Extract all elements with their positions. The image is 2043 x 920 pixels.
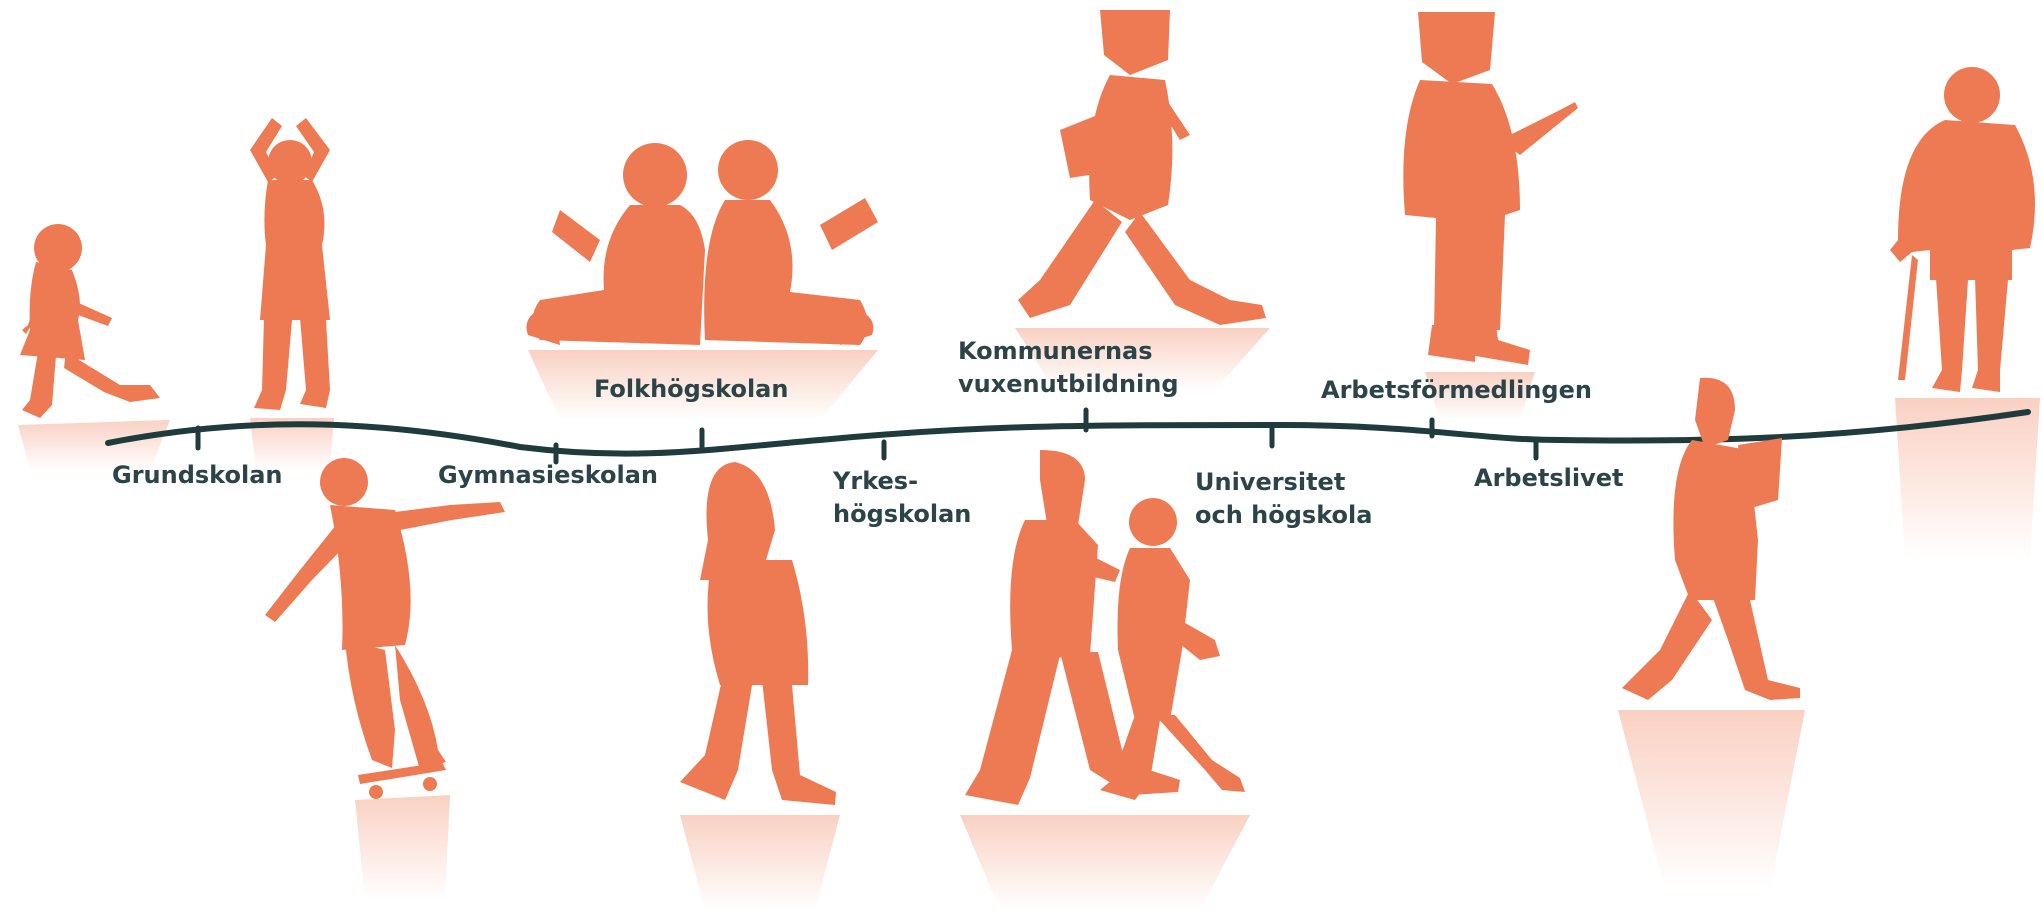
label-yrkeshogskolan-line-1: Yrkes- [833, 467, 919, 495]
woman-walking-reflection [680, 815, 840, 910]
label-arbetslivet: Arbetslivet [1474, 462, 1623, 495]
child-stretching-icon [250, 118, 330, 410]
woman-walking-with-folder-icon [1622, 377, 1800, 700]
child-stretching-reflection [250, 418, 334, 470]
label-yrkeshogskolan-line-2: högskolan [833, 500, 972, 528]
elderly-man-with-cane-icon [1890, 67, 2035, 392]
man-walking-reflection [1015, 328, 1270, 390]
label-komvux-line-2: vuxenutbildning [958, 370, 1179, 398]
label-universitet-line-2: och högskola [1195, 501, 1373, 529]
man-reading-tablet-icon [1403, 12, 1578, 365]
timeline-line [105, 409, 2031, 457]
label-arbetsformedlingen: Arbetsförmedlingen [1321, 374, 1592, 407]
couple-walking-reflection [960, 815, 1250, 910]
label-komvux: Kommunernas vuxenutbildning [958, 335, 1179, 401]
timeline-ticks [195, 407, 1539, 465]
label-universitet-line-1: Universitet [1195, 468, 1346, 496]
couple-walking-icon [965, 450, 1245, 805]
two-readers-sitting-icon [526, 140, 878, 345]
two-readers-reflection [528, 350, 878, 420]
label-gymnasieskolan: Gymnasieskolan [438, 459, 658, 492]
label-yrkeshogskolan: Yrkes- högskolan [833, 465, 971, 531]
woman-walking-icon [680, 462, 836, 805]
man-walking-with-bag-icon [1018, 10, 1266, 325]
girl-walking-icon [20, 224, 160, 418]
label-arbetslivet-line-1: Arbetslivet [1474, 464, 1624, 492]
label-folkhogskolan-line-1: Folkhögskolan [594, 375, 789, 403]
skateboarder-icon [265, 458, 505, 799]
woman-walking-folder-reflection [1618, 710, 1805, 890]
skateboarder-reflection [355, 795, 450, 900]
label-universitet: Universitet och högskola [1195, 466, 1372, 532]
label-komvux-line-1: Kommunernas [958, 337, 1153, 365]
man-reading-reflection [1425, 372, 1535, 420]
label-folkhogskolan: Folkhögskolan [594, 373, 788, 406]
label-grundskolan: Grundskolan [112, 459, 282, 492]
girl-walking-reflection [18, 420, 170, 470]
label-gymnasieskolan-line-1: Gymnasieskolan [438, 461, 659, 489]
elderly-man-reflection [1895, 398, 2040, 560]
label-arbetsformedlingen-line-1: Arbetsförmedlingen [1321, 376, 1592, 404]
label-grundskolan-line-1: Grundskolan [112, 461, 283, 489]
